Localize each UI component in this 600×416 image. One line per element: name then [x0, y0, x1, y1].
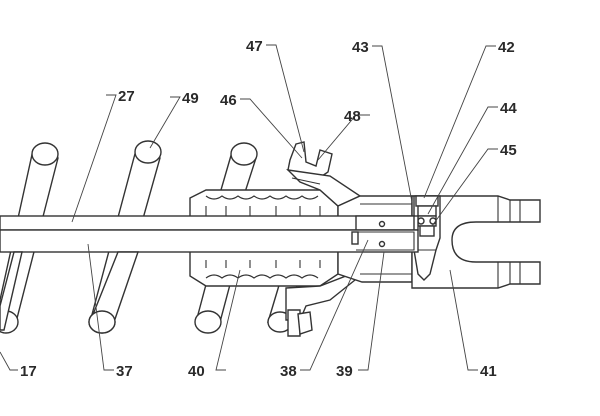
upper-bracket	[286, 141, 362, 207]
label-47: 47	[246, 38, 263, 55]
label-44: 44	[500, 100, 517, 117]
lower-bracket	[285, 275, 362, 337]
label-45: 45	[500, 142, 517, 159]
label-41: 41	[480, 363, 497, 380]
clevis	[411, 195, 541, 289]
label-43: 43	[352, 39, 369, 56]
label-49: 49	[182, 90, 199, 107]
label-38: 38	[280, 363, 297, 380]
spring-front	[0, 251, 139, 334]
upper-rod	[0, 215, 419, 231]
valve-assembly	[413, 195, 441, 281]
label-27: 27	[118, 88, 135, 105]
label-42: 42	[498, 39, 515, 56]
label-46: 46	[220, 92, 237, 109]
label-48: 48	[344, 108, 361, 125]
label-37: 37	[116, 363, 133, 380]
label-40: 40	[188, 363, 205, 380]
leader-lines	[0, 44, 498, 371]
label-39: 39	[336, 363, 353, 380]
lower-rod	[0, 220, 419, 253]
part-labels: 27 49 46 47 48 43 42 44 45 17 37 40 38 3…	[20, 38, 517, 380]
label-17: 17	[20, 363, 37, 380]
